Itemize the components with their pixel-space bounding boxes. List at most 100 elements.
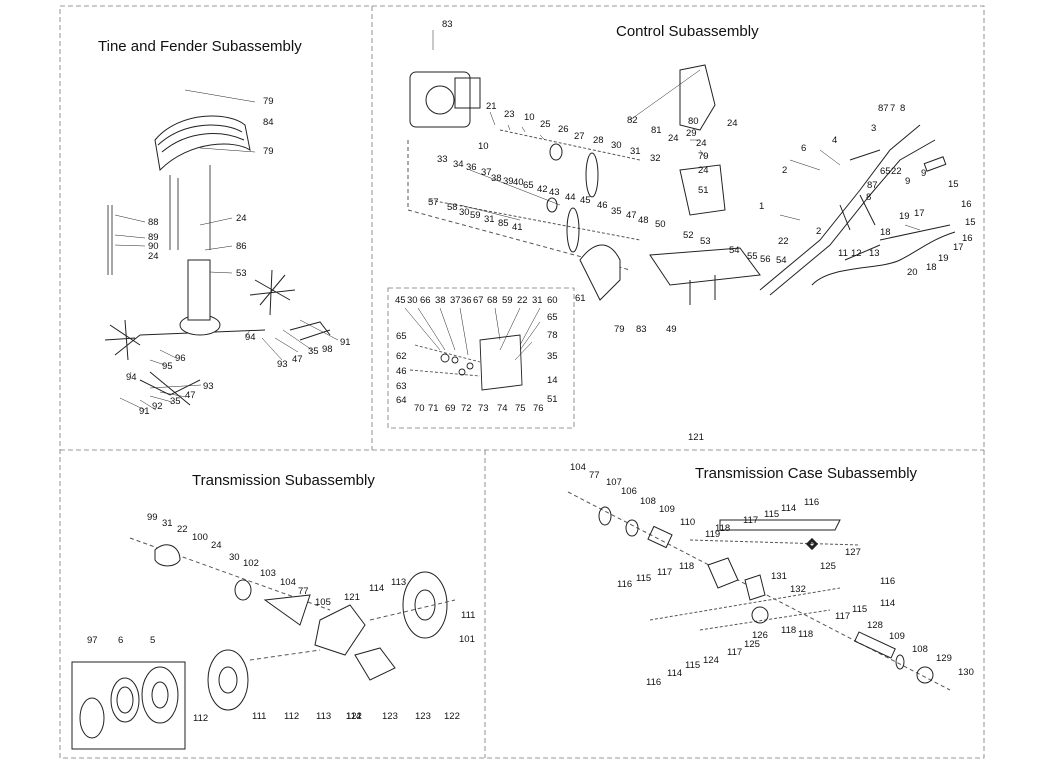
callout-ctrl-49: 79	[614, 324, 625, 335]
callout-tf-21: 35	[170, 396, 181, 407]
callout-ctrl-82: 55	[747, 251, 758, 262]
callout-inset-2: 66	[420, 295, 431, 306]
callout-ctrl-74: 17	[953, 242, 964, 253]
callout-case-26: 118	[781, 625, 797, 636]
callout-tf-4: 89	[148, 232, 159, 243]
callout-case-20: 118	[679, 561, 695, 572]
callout-ctrl-23: 45	[580, 195, 591, 206]
callout-inset-6: 67	[473, 295, 484, 306]
callout-inset-28: 14	[547, 375, 558, 386]
callout-inset-10: 31	[532, 295, 543, 306]
callout-case-6: 110	[680, 517, 696, 528]
callout-case-29: 109	[889, 631, 905, 642]
callout-ctrl-71: 17	[914, 208, 925, 219]
handlebar	[759, 124, 936, 296]
callout-case-8: 119	[705, 529, 721, 540]
callout-inset-27: 35	[547, 351, 558, 362]
callout-ctrl-83: 56	[760, 254, 771, 265]
callout-tf-16: 96	[175, 353, 186, 364]
leader-lines-ctrl	[432, 30, 921, 231]
callout-ctrl-55: 4	[832, 135, 838, 146]
callout-ctrl-40: 29	[686, 128, 697, 139]
callout-ctrl-46: 52	[683, 230, 694, 241]
callout-ctrl-69: 22	[778, 236, 789, 247]
callout-ctrl-75: 19	[938, 253, 949, 264]
callout-tf-10: 94	[245, 332, 256, 343]
callout-trans-11: 121	[344, 592, 360, 603]
callout-ctrl-21: 43	[549, 187, 560, 198]
callout-ctrl-22: 44	[565, 192, 576, 203]
callout-ctrl-16: 38	[491, 173, 502, 184]
callout-inset-15: 46	[396, 366, 407, 377]
callout-ctrl-63: 9	[905, 176, 911, 187]
callout-inset-8: 59	[502, 295, 513, 306]
callout-ctrl-48: 61	[575, 293, 586, 304]
callout-ctrl-53: 7	[890, 103, 896, 114]
callout-case-27: 126	[752, 630, 768, 641]
callout-ctrl-68: 1	[759, 201, 765, 212]
callout-ctrl-2: 23	[504, 109, 515, 120]
callout-case-9: 117	[743, 515, 759, 526]
control-cable	[811, 231, 956, 286]
callout-trans-9: 77	[298, 586, 309, 597]
callout-trans-24: 122	[346, 711, 362, 722]
callout-trans-8: 104	[280, 577, 296, 588]
callout-ctrl-13: 34	[453, 159, 464, 170]
transmission-title: Transmission Subassembly	[192, 472, 375, 489]
callout-ctrl-0: 83	[442, 19, 453, 30]
callout-inset-20: 69	[445, 403, 456, 414]
callout-tf-19: 93	[203, 381, 214, 392]
callout-ctrl-20: 42	[537, 184, 548, 195]
callout-ctrl-70: 19	[899, 211, 910, 222]
callout-ctrl-84: 54	[776, 255, 787, 266]
callout-ctrl-47: 53	[700, 236, 711, 247]
callout-ctrl-12: 33	[437, 154, 448, 165]
callout-tf-9: 53	[236, 268, 247, 279]
callout-ctrl-42: 79	[698, 151, 709, 162]
tine-right	[249, 269, 296, 316]
callout-ctrl-31: 30	[459, 207, 470, 218]
callout-tf-3: 88	[148, 217, 159, 228]
callout-case-34: 114	[667, 668, 683, 679]
belt-guard	[679, 64, 716, 131]
callout-ctrl-62: 8	[866, 192, 872, 203]
callout-case-13: 127	[845, 547, 861, 558]
callout-case-5: 109	[659, 504, 675, 515]
callout-case-12: 116	[804, 497, 820, 508]
control-title: Control Subassembly	[616, 23, 759, 40]
callout-case-18: 115	[636, 573, 652, 584]
callout-trans-6: 102	[243, 558, 259, 569]
callout-inset-19: 71	[428, 403, 439, 414]
callout-ctrl-59: 22	[891, 166, 902, 177]
tire-inset	[141, 666, 179, 724]
callout-case-37: 117	[727, 647, 743, 658]
callout-ctrl-50: 83	[636, 324, 647, 335]
callout-inset-17: 64	[396, 395, 407, 406]
callout-trans-26: 123	[415, 711, 431, 722]
callout-tf-22: 92	[152, 401, 163, 412]
callout-trans-25: 123	[382, 711, 398, 722]
callout-case-2: 107	[606, 477, 622, 488]
callout-inset-25: 76	[533, 403, 544, 414]
callout-inset-12: 65	[547, 312, 558, 323]
callout-case-19: 117	[657, 567, 673, 578]
callout-trans-10: 105	[315, 597, 331, 608]
leader-lines-tf	[114, 89, 339, 411]
tire-left	[207, 649, 249, 711]
callout-case-4: 108	[640, 496, 656, 507]
callout-ctrl-61: 87	[867, 180, 878, 191]
callout-ctrl-4: 25	[540, 119, 551, 130]
callout-ctrl-7: 28	[593, 135, 604, 146]
callout-inset-5: 36	[461, 295, 472, 306]
callout-ctrl-11: 10	[478, 141, 489, 152]
callout-tf-6: 24	[148, 251, 159, 262]
callout-trans-15: 101	[459, 634, 475, 645]
callout-trans-22: 113	[316, 711, 332, 722]
callout-case-17: 116	[617, 579, 633, 590]
callout-tf-18: 94	[126, 372, 137, 383]
callout-case-10: 115	[764, 509, 780, 520]
callout-ctrl-5: 26	[558, 124, 569, 135]
callout-inset-0: 45	[395, 295, 406, 306]
callout-case-38: 125	[744, 639, 760, 650]
callout-case-32: 130	[958, 667, 974, 678]
